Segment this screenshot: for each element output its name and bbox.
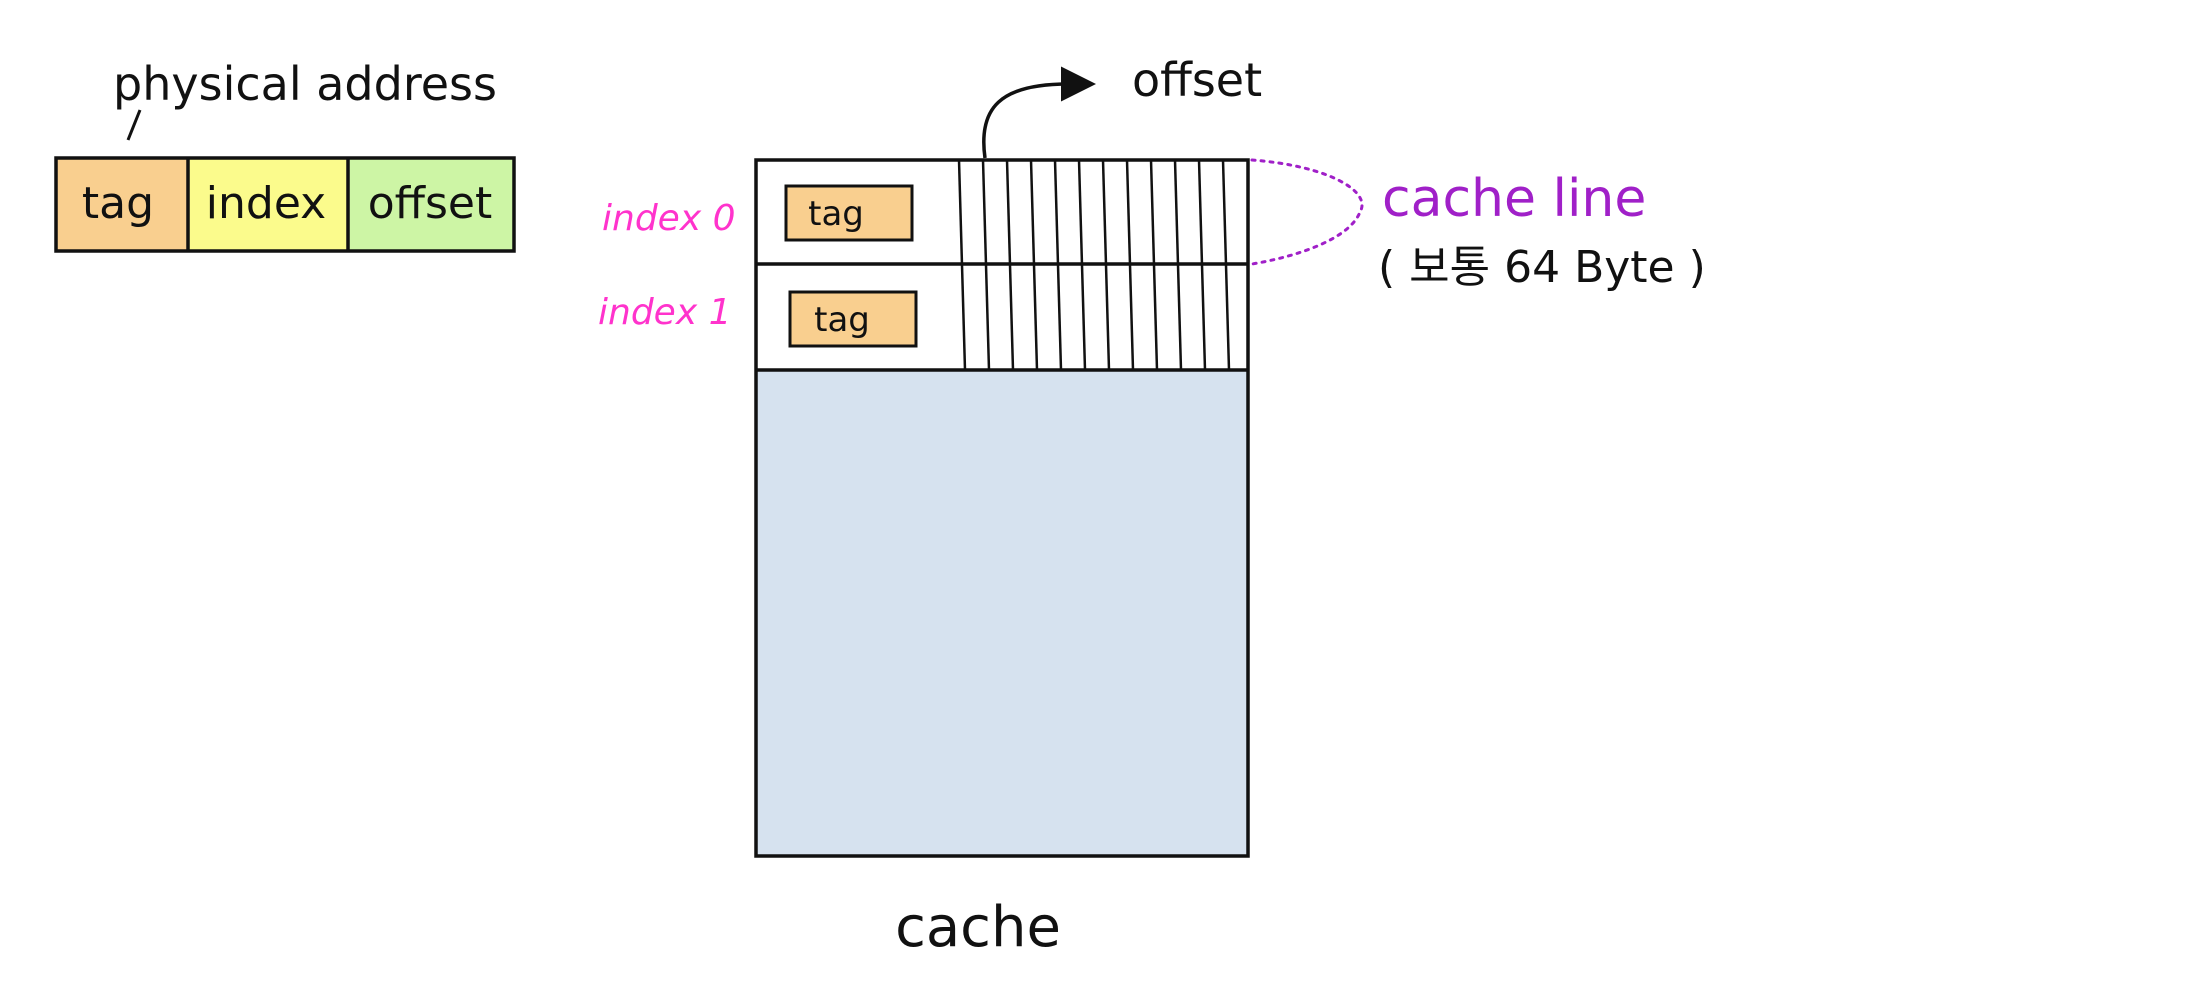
offset-label: offset xyxy=(1132,53,1262,107)
address-bar: tag index offset xyxy=(54,156,516,253)
address-field-index xyxy=(188,158,348,251)
cache-row-0-index-label: index 0 xyxy=(602,198,735,239)
byte-slot-divider xyxy=(957,159,967,371)
address-bar-outline xyxy=(54,156,516,253)
cache-block: tag tag xyxy=(754,158,1250,858)
address-field-offset xyxy=(348,158,514,251)
cache-row-1-tag-label: tag xyxy=(814,300,870,340)
cache-body xyxy=(756,370,1248,856)
cache-line-byte-slots xyxy=(957,159,1231,371)
byte-slot-divider xyxy=(1197,159,1207,371)
byte-slot-divider xyxy=(1053,159,1063,371)
byte-slot-divider xyxy=(1125,159,1135,371)
offset-arrow xyxy=(982,66,1096,159)
byte-slot-divider xyxy=(1005,159,1015,371)
cache-title: cache xyxy=(895,895,1061,960)
address-field-tag xyxy=(56,158,188,251)
cache-row-1-tag-box xyxy=(788,290,918,348)
byte-slot-divider xyxy=(981,159,991,371)
byte-slot-divider xyxy=(1077,159,1087,371)
byte-slot-divider xyxy=(1029,159,1039,371)
byte-slot-divider xyxy=(1149,159,1159,371)
cache-line-note: ( 보통 64 Byte ) xyxy=(1378,242,1706,293)
address-field-tag-label: tag xyxy=(82,178,154,229)
cache-row-0-tag-box xyxy=(784,184,914,242)
byte-slot-divider xyxy=(1101,159,1111,371)
address-field-offset-label: offset xyxy=(368,178,492,229)
address-title: physical address xyxy=(113,57,497,111)
address-field-index-label: index xyxy=(206,178,326,229)
cache-row-1-index-label: index 1 xyxy=(598,292,731,333)
cache-line-label: cache line xyxy=(1382,169,1646,229)
cache-outline xyxy=(754,158,1250,858)
byte-slot-divider xyxy=(1173,159,1183,371)
byte-slot-divider xyxy=(1221,159,1231,371)
cache-line-bracket xyxy=(1250,158,1364,266)
cache-row-0-tag-label: tag xyxy=(808,194,864,234)
address-title-pointer xyxy=(126,109,142,141)
